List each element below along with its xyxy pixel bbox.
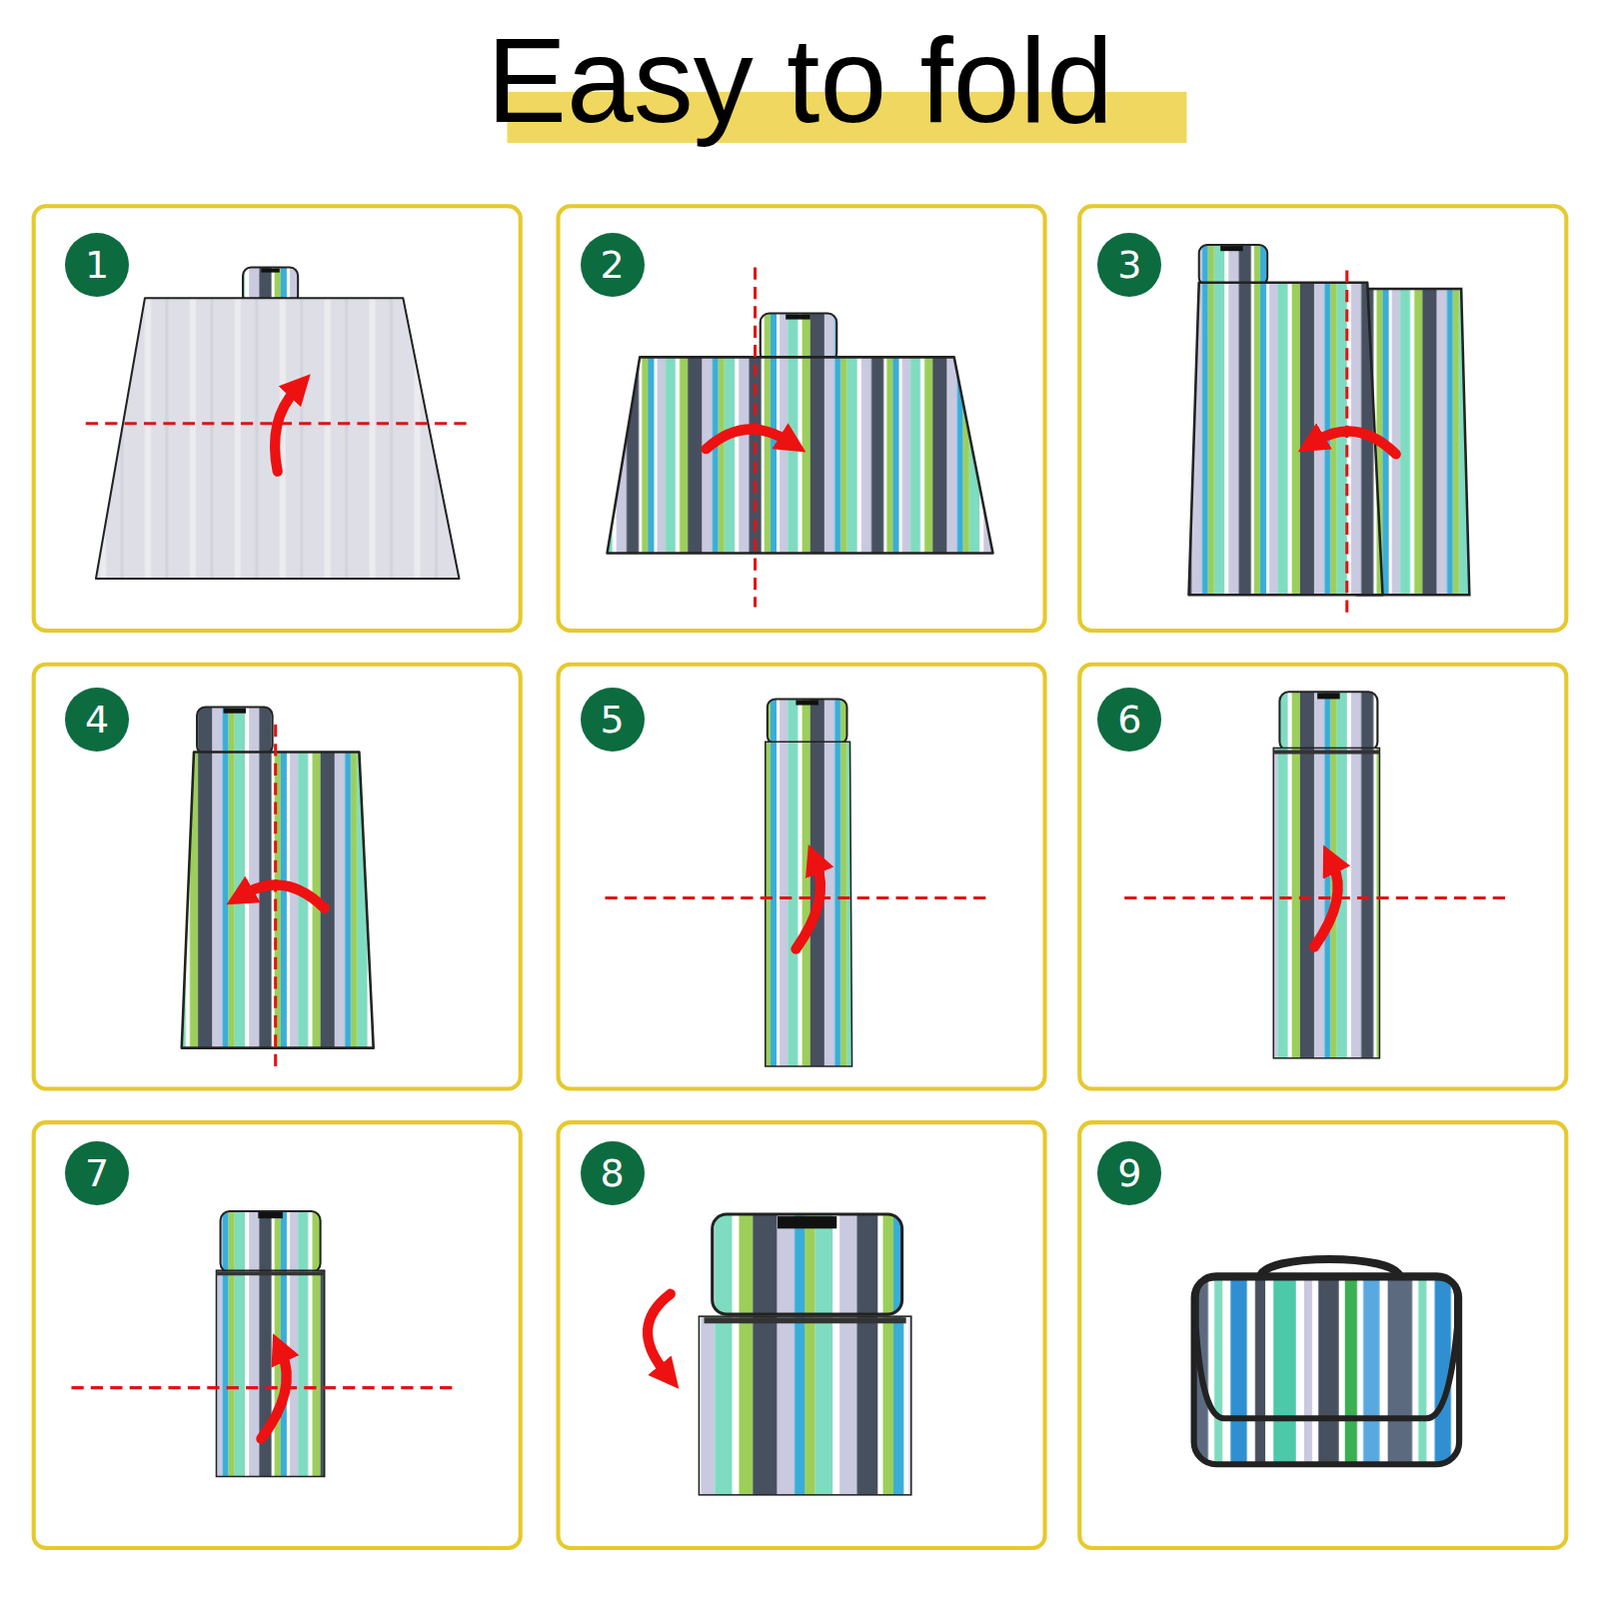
step-number: 5 xyxy=(600,699,625,740)
step-number: 3 xyxy=(1117,244,1142,285)
mat-drawing xyxy=(760,312,838,362)
step-number: 9 xyxy=(1117,1153,1142,1194)
mat-drawing xyxy=(1273,749,1380,754)
fold-line xyxy=(753,267,757,608)
mat-drawing xyxy=(215,1271,324,1276)
fold-arrow xyxy=(244,884,325,908)
fold-arrow xyxy=(1314,864,1339,948)
mat-drawing xyxy=(607,312,994,553)
fold-line xyxy=(70,267,1507,1389)
mat-drawing xyxy=(698,1316,911,1496)
mat-drawing xyxy=(704,1317,907,1324)
panel-frame xyxy=(33,1122,521,1549)
fold-arrow xyxy=(244,389,1397,1440)
fold-line xyxy=(1124,896,1507,900)
step-number: 2 xyxy=(600,244,625,285)
fold-arrow xyxy=(274,389,296,472)
folded-bag xyxy=(1194,1275,1460,1465)
mat-drawing xyxy=(698,1214,911,1496)
fold-line xyxy=(273,724,277,1067)
step-number-badge: 6 xyxy=(1097,687,1162,752)
mat-drawing xyxy=(1189,282,1384,595)
panel-frame xyxy=(33,205,521,631)
step-number-badge: 5 xyxy=(580,687,645,752)
mat-drawing xyxy=(785,313,811,319)
panel-frame xyxy=(558,664,1046,1090)
fold-arrow xyxy=(795,864,821,950)
mat-drawing xyxy=(767,698,848,744)
mat-drawing xyxy=(95,297,459,579)
step-number-badge: 4 xyxy=(64,687,129,752)
mat-drawing xyxy=(795,699,818,705)
mat-drawing xyxy=(220,1211,321,1273)
mat-drawing xyxy=(1273,747,1380,1058)
step-number: 8 xyxy=(600,1153,625,1194)
mat-drawing xyxy=(260,268,279,273)
fold-line xyxy=(70,1386,454,1390)
mat-drawing xyxy=(181,707,374,1049)
fold-arrow xyxy=(647,1294,671,1374)
step-number-badge: 1 xyxy=(64,232,129,297)
mat-drawing xyxy=(712,1214,903,1315)
panel-frame xyxy=(558,205,1046,631)
illustration xyxy=(33,91,1568,1549)
panel-frame xyxy=(1079,664,1567,1090)
mat-drawing xyxy=(1189,244,1471,595)
step-number: 1 xyxy=(84,244,109,285)
mat-drawing xyxy=(607,356,994,553)
mat-drawing xyxy=(765,741,853,1067)
mat-drawing xyxy=(215,1270,324,1477)
mat-drawing xyxy=(1199,244,1268,286)
fold-line xyxy=(604,896,988,900)
step-number: 7 xyxy=(84,1153,109,1194)
panel-frame xyxy=(33,664,521,1090)
panel-frame xyxy=(1079,1122,1567,1549)
mat-drawing xyxy=(765,698,853,1067)
mat-drawing xyxy=(257,1212,283,1219)
mat-drawing xyxy=(1279,691,1378,751)
fold-arrow xyxy=(260,1353,286,1440)
mat-drawing xyxy=(181,752,374,1049)
mat-drawing xyxy=(1317,692,1340,699)
mat-drawing xyxy=(215,1211,324,1477)
fold-arrow xyxy=(706,429,789,450)
panel-frame xyxy=(33,205,1568,1549)
mat-drawing xyxy=(196,707,273,755)
mat-drawing xyxy=(223,708,246,714)
folded-bag xyxy=(1196,1277,1458,1419)
fold-arrow xyxy=(1316,430,1397,454)
page-title: Easy to fold xyxy=(0,19,1600,140)
folded-bag xyxy=(1194,1259,1460,1465)
step-number-badge: 8 xyxy=(580,1141,645,1206)
panel-frame xyxy=(558,1122,1046,1549)
fold-line xyxy=(1345,270,1349,613)
step-number: 6 xyxy=(1117,699,1142,740)
mat-drawing xyxy=(1220,245,1243,251)
step-number: 4 xyxy=(84,699,109,740)
step-number-badge: 7 xyxy=(64,1141,129,1206)
step-number-badge: 2 xyxy=(580,232,645,297)
panel-frame xyxy=(1079,205,1567,631)
mat-drawing xyxy=(777,1216,837,1229)
mat-drawing xyxy=(1273,691,1380,1059)
